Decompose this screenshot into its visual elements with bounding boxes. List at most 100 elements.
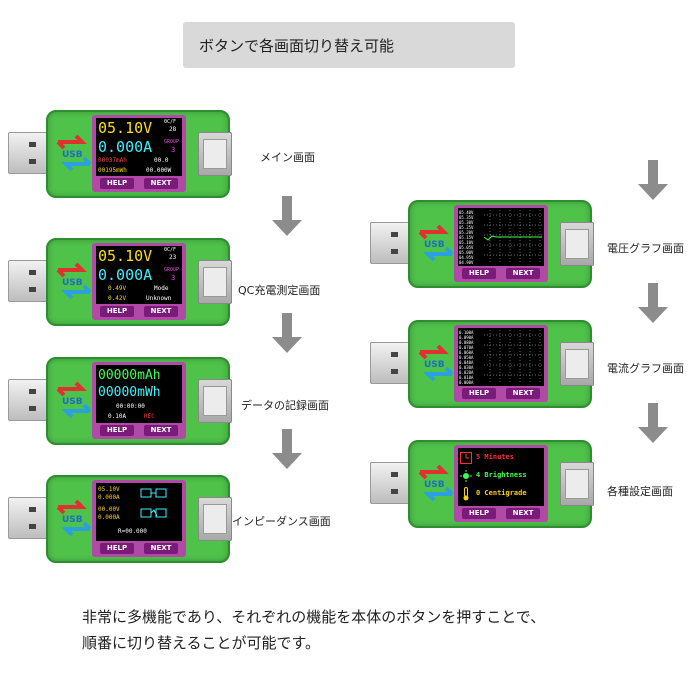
usb-plug — [8, 132, 52, 174]
power-readout: 00.000W — [146, 167, 172, 174]
help-button[interactable]: HELP — [100, 306, 134, 317]
label-data-screen: データの記録画面 — [241, 399, 329, 412]
voltage-readout: 05.10V — [98, 119, 153, 137]
lcd-screen: 05.10V 0C/F 28 0.000A GROUP 3 00037mAh 0… — [96, 118, 182, 176]
help-button[interactable]: HELP — [462, 508, 496, 519]
usb-arrows-logo-icon: USB — [418, 224, 454, 262]
label-voltage-graph-screen: 電圧グラフ画面 — [607, 242, 684, 255]
axis-tick-label: 0.100A — [459, 330, 474, 335]
thermometer-icon — [463, 487, 469, 501]
voltage1-readout: 05.10V — [98, 486, 120, 493]
usb-port — [560, 222, 594, 266]
usb-port — [198, 379, 232, 423]
banner-text: ボタンで各画面切り替え可能 — [199, 36, 395, 55]
mode-label: Mode — [154, 285, 169, 292]
device-qc-screen: USB 05.10V 0C/F 23 0.000A GROUP 3 0.49V … — [8, 238, 234, 326]
usb-port — [198, 497, 232, 541]
usb-port — [198, 132, 232, 176]
mah-readout: 00000mAh — [98, 368, 161, 383]
time-readout: 00:00:00 — [116, 403, 145, 410]
voltage-grid — [484, 210, 542, 264]
help-button[interactable]: HELP — [462, 268, 496, 279]
next-button[interactable]: NEXT — [144, 178, 178, 189]
axis-tick-label: 04.90V — [459, 260, 474, 265]
usb-arrows-logo-icon: USB — [418, 344, 454, 382]
mode-value: Unknown — [146, 295, 172, 302]
axis-tick-label: 0.040A — [459, 360, 474, 365]
next-button[interactable]: NEXT — [506, 508, 540, 519]
resistance-readout: R=00.000 — [118, 528, 147, 535]
label-main-screen: メイン画面 — [260, 151, 315, 164]
group-value: 3 — [171, 274, 176, 282]
axis-tick-label: 05.20V — [459, 230, 474, 235]
next-button[interactable]: NEXT — [144, 543, 178, 554]
help-button[interactable]: HELP — [100, 543, 134, 554]
temp-unit: 0C/F — [164, 119, 177, 125]
axis-tick-label: 0.000A — [459, 380, 474, 385]
usb-arrows-logo-icon: USB — [56, 262, 92, 300]
mah-readout: 00037mAh — [98, 157, 127, 164]
setting-brightness[interactable]: 4 Brightness — [476, 471, 527, 479]
usb-arrows-logo-icon: USB — [418, 464, 454, 502]
group-label: GROUP — [164, 267, 180, 273]
axis-tick-label: 05.05V — [459, 245, 474, 250]
axis-tick-label: 0.010A — [459, 375, 474, 380]
axis-tick-label: 0.070A — [459, 345, 474, 350]
footer-line-2: 順番に切り替えることが可能です。 — [82, 634, 321, 652]
footer-line-1: 非常に多機能であり、それぞれの機能を本体のボタンを押すことで、 — [82, 608, 546, 626]
down-arrow-icon — [638, 160, 668, 200]
extra-readout: 00.0 — [154, 157, 169, 164]
current-readout: 0.000A — [98, 266, 153, 284]
next-button[interactable]: NEXT — [506, 388, 540, 399]
help-button[interactable]: HELP — [100, 178, 134, 189]
axis-tick-label: 0.050A — [459, 355, 474, 360]
help-button[interactable]: HELP — [100, 425, 134, 436]
next-button[interactable]: NEXT — [144, 306, 178, 317]
svg-text:USB: USB — [62, 150, 83, 160]
label-current-graph-screen: 電流グラフ画面 — [607, 362, 684, 375]
svg-text:USB: USB — [62, 278, 83, 288]
axis-tick-label: 05.15V — [459, 235, 474, 240]
svg-text:USB: USB — [62, 515, 83, 525]
label-impedance-screen: インピーダンス画面 — [232, 515, 331, 528]
mwh-readout: 00195mWh — [98, 167, 127, 174]
axis-tick-label: 0.030A — [459, 365, 474, 370]
help-button[interactable]: HELP — [462, 388, 496, 399]
current2-readout: 0.000A — [98, 514, 120, 521]
device-main-screen: USB 05.10V 0C/F 28 0.000A GROUP 3 00037m… — [8, 110, 234, 198]
down-arrow-icon — [272, 313, 302, 353]
rec-indicator: REC — [144, 413, 155, 420]
setting-timeout[interactable]: 5 Minutes — [476, 453, 514, 461]
down-arrow-icon — [638, 403, 668, 443]
next-button[interactable]: NEXT — [506, 268, 540, 279]
svg-text:USB: USB — [62, 397, 83, 407]
axis-tick-label: 05.40V — [459, 210, 474, 215]
usb-plug — [8, 379, 52, 421]
down-arrow-icon — [638, 283, 668, 323]
usb-plug — [8, 260, 52, 302]
usb-plug — [370, 222, 414, 264]
lcd-screen: 05.10V 0C/F 23 0.000A GROUP 3 0.49V Mode… — [96, 246, 182, 304]
group-value: 3 — [171, 146, 176, 154]
svg-text:USB: USB — [424, 360, 445, 370]
device-settings-screen: USB 5 Minutes 4 Brightness 0 Centigrade … — [370, 440, 596, 528]
mwh-readout: 00000mWh — [98, 385, 161, 400]
current-readout: 0.000A — [98, 138, 153, 156]
cable-icon — [140, 508, 167, 518]
axis-tick-label: 0.060A — [459, 350, 474, 355]
next-button[interactable]: NEXT — [144, 425, 178, 436]
lcd-screen: 5 Minutes 4 Brightness 0 Centigrade — [458, 448, 544, 506]
setting-temperature-unit[interactable]: 0 Centigrade — [476, 489, 527, 497]
usb-port — [198, 260, 232, 304]
temp-readout: 23 — [169, 254, 177, 261]
group-label: GROUP — [164, 139, 180, 145]
axis-tick-label: 0.080A — [459, 340, 474, 345]
usb-arrows-logo-icon: USB — [56, 381, 92, 419]
temp-readout: 28 — [169, 126, 177, 133]
footer-description: 非常に多機能であり、それぞれの機能を本体のボタンを押すことで、 順番に切り替える… — [82, 604, 662, 656]
usb-plug — [8, 497, 52, 539]
label-settings-screen: 各種設定画面 — [607, 485, 673, 498]
svg-text:USB: USB — [424, 240, 445, 250]
